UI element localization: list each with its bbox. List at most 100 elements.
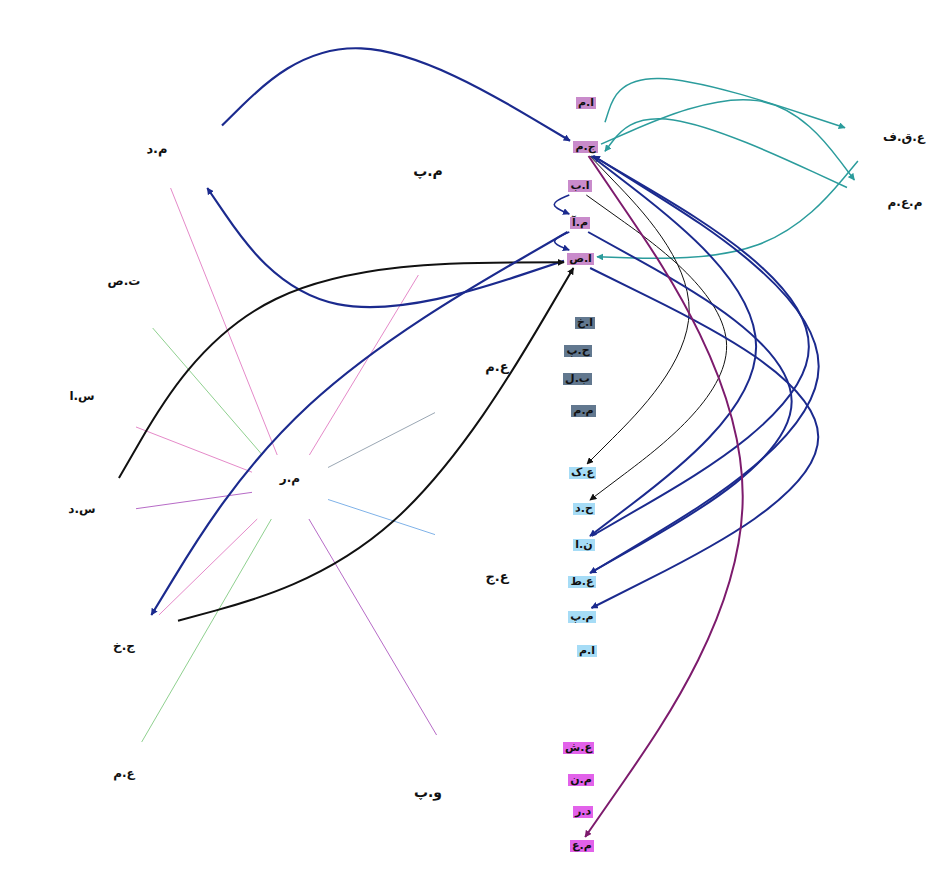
branch-line xyxy=(543,553,599,577)
box-shape xyxy=(90,118,225,191)
branch-item: ع.ک xyxy=(566,464,599,482)
branch-item: م.آ xyxy=(565,214,595,232)
branch-item: م.پ xyxy=(565,608,599,626)
branch-panel-drawing xyxy=(345,735,605,865)
text-holder: ح.پ xyxy=(561,342,595,360)
branch-item: ا.ص xyxy=(564,250,597,268)
branch-label: ع.ک xyxy=(569,467,596,480)
sign-pole xyxy=(416,190,425,204)
branch-panel-drawing xyxy=(435,460,605,665)
branch-item: م.م xyxy=(568,402,599,420)
branch-label: ح.پ xyxy=(564,345,591,358)
panel-shape xyxy=(343,733,608,867)
branch-item: ن.ا xyxy=(569,536,599,554)
branch-line xyxy=(543,359,595,367)
sign-figure: س.د xyxy=(18,478,136,556)
branch-label: ج.م xyxy=(573,141,597,154)
branch-label: ح.د xyxy=(573,503,595,516)
cartoon-figure xyxy=(68,245,180,327)
branch-item: ا.م xyxy=(571,94,601,112)
sign-figure-drawing xyxy=(18,478,136,556)
branch-item: د.ر xyxy=(569,803,597,821)
panel-shape xyxy=(343,86,608,277)
text-holder: ج.خ xyxy=(80,625,168,669)
branch-label: ا.ب xyxy=(568,180,591,193)
sign-pole xyxy=(416,811,425,825)
sign-figure: ع.م xyxy=(60,742,178,820)
center-emblem-drawing xyxy=(252,455,328,519)
branch-line xyxy=(493,788,597,792)
signpost-board xyxy=(441,348,553,386)
branch-line xyxy=(493,111,601,171)
connector xyxy=(585,156,743,837)
connector xyxy=(151,232,567,615)
branch-panel: ع.ک ح.د ن.ا ع.ط م.پ ا.م ع.ج xyxy=(435,460,605,665)
sign-pole xyxy=(488,594,497,608)
text-holder: ب.ل xyxy=(560,370,595,388)
cartoon-figure xyxy=(68,737,180,819)
connector xyxy=(554,195,569,214)
text-holder: ج.م xyxy=(570,138,601,156)
connector xyxy=(136,427,252,472)
branch-item: م.ن xyxy=(565,771,597,789)
resource-plank: م.ع.م xyxy=(847,180,937,226)
person-icon xyxy=(859,129,867,137)
branch-line xyxy=(493,171,595,231)
person-icon xyxy=(855,140,871,146)
branch-item: ع.ش xyxy=(560,739,597,757)
resource-plank: ع.ق.ف xyxy=(845,115,937,161)
signpost-board xyxy=(104,132,210,166)
grass xyxy=(470,395,514,403)
text-holder: م.پ xyxy=(565,608,599,626)
grass xyxy=(470,605,514,613)
sign-pole xyxy=(149,164,158,178)
text-holder: ع.ج xyxy=(441,558,553,596)
signpost-box: م.د xyxy=(92,120,222,188)
panel-shape xyxy=(433,459,608,667)
text-holder: ا.م xyxy=(571,94,601,112)
node-title: ع.ق.ف xyxy=(883,131,925,145)
connector xyxy=(159,519,257,615)
person-icon xyxy=(857,205,873,211)
sign-figure-drawing xyxy=(60,615,178,693)
branch-line xyxy=(543,481,599,577)
connector xyxy=(207,188,564,307)
text-holder: و.پ xyxy=(353,771,503,813)
cartoon-figure xyxy=(68,610,180,692)
connector xyxy=(178,268,573,621)
connector xyxy=(605,119,847,188)
text-holder: م.ع.م xyxy=(877,184,933,222)
connector xyxy=(309,519,437,735)
text-holder: ت.ص xyxy=(80,260,168,304)
signpost-board xyxy=(353,771,503,813)
node-title: ج.خ xyxy=(113,640,135,654)
branch-line xyxy=(493,792,597,820)
text-holder: م.ع xyxy=(567,837,597,855)
branch-item: ع.ط xyxy=(565,573,599,591)
text-holder: ح.د xyxy=(569,500,599,518)
text-holder: ع.ک xyxy=(566,464,599,482)
text-holder: ع.م xyxy=(441,348,553,386)
laurel-wreath xyxy=(259,463,321,516)
plank-shape xyxy=(848,181,936,225)
cartoon-figure xyxy=(26,360,138,442)
text-holder: م.پ xyxy=(353,150,503,192)
branch-line xyxy=(493,792,597,854)
branch-line xyxy=(543,517,599,577)
branch-label: ا.م xyxy=(577,645,597,658)
sign-figure-drawing xyxy=(60,250,178,328)
branch-label: م.ن xyxy=(568,774,594,787)
sign-figure: س.ا xyxy=(18,365,136,443)
connector xyxy=(592,156,809,536)
text-holder: م.ن xyxy=(565,771,597,789)
branch-label: ا.م xyxy=(576,97,596,110)
text-holder: م.ر xyxy=(268,465,312,493)
branch-line xyxy=(493,155,601,171)
branch-line xyxy=(493,171,595,194)
center-emblem: م.ر xyxy=(252,455,328,519)
branch-label: م.م xyxy=(571,405,595,418)
branch-label: م.پ xyxy=(568,611,595,624)
connector xyxy=(222,48,570,141)
text-holder: م.د xyxy=(104,132,210,166)
